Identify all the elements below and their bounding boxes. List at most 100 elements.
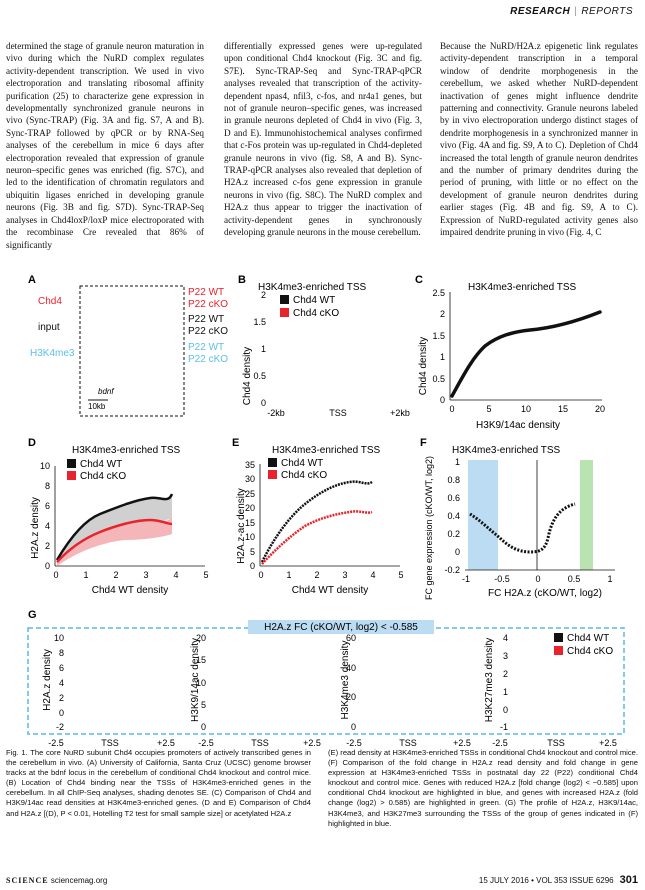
legend-label-cko: Chd4 cKO — [293, 308, 339, 319]
y-tick: 6 — [45, 501, 50, 511]
x-tick: 0 — [449, 404, 454, 414]
x-ticks: -1 -0.5 0 0.5 1 — [462, 574, 613, 584]
caption-column-1: Fig. 1. The core NuRD subunit Chd4 occup… — [6, 748, 311, 818]
y-tick: 0 — [45, 561, 50, 571]
y-tick: 0.8 — [447, 475, 460, 485]
x-tick: -2.5 — [48, 738, 64, 748]
x-axis-label: H3K9/14ac density — [476, 420, 560, 431]
x-tick: 20 — [595, 404, 605, 414]
panel-d: D H3K4me3-enriched TSS H2A.z density Chd… — [28, 437, 209, 596]
y-tick: 1 — [440, 352, 445, 362]
track-label: P22 WT — [188, 342, 224, 353]
page-number: 301 — [619, 874, 638, 886]
y-ticks: -0.2 0 0.2 0.4 0.6 0.8 1 — [444, 457, 460, 575]
x-tick: 0.5 — [568, 574, 581, 584]
x-tick: -1 — [462, 574, 470, 584]
y-axis-label: H3K27me3 density — [484, 638, 495, 723]
x-tick: TSS — [399, 738, 417, 748]
y-tick: 0 — [503, 705, 508, 715]
body-column-3: Because the NuRD/H2A.z epigenetic link r… — [440, 41, 638, 238]
x-tick: 1 — [607, 574, 612, 584]
track-label: P22 cKO — [188, 354, 228, 365]
y-tick: 60 — [346, 633, 356, 643]
y-tick: 0.2 — [447, 529, 460, 539]
panel-title: H3K4me3-enriched TSS — [452, 445, 561, 456]
y-tick: 1 — [455, 457, 460, 467]
x-tick: 0 — [53, 570, 58, 580]
legend-swatch-wt — [67, 459, 76, 468]
y-tick: 10 — [245, 532, 255, 542]
section-label: RESEARCH — [510, 6, 571, 17]
x-tick: 3 — [143, 570, 148, 580]
x-tick: 0 — [258, 570, 263, 580]
y-tick: 0 — [201, 722, 206, 732]
reduced-h2az-band — [468, 460, 498, 570]
y-tick: 0 — [250, 561, 255, 571]
scale-label: 10kb — [88, 402, 106, 411]
y-tick: 4 — [503, 633, 508, 643]
panel-title: H3K4me3-enriched TSS — [272, 445, 381, 456]
header-separator: | — [574, 6, 578, 17]
y-axis-label: FC gene expression (cKO/WT, log2) — [424, 456, 434, 600]
panel-a: A Chd4 input H3K4me3 P22 WT P22 cKO P22 … — [28, 274, 228, 417]
legend-label-cko: Chd4 cKO — [567, 646, 613, 657]
issue-info: 15 JULY 2016 • VOL 353 ISSUE 6296 — [478, 876, 614, 885]
row-label-input: input — [38, 322, 60, 333]
y-tick: 25 — [245, 489, 255, 499]
y-ticks: 0 0.5 1 1.5 2 2.5 — [432, 288, 445, 405]
legend-swatch-wt — [554, 633, 563, 642]
x-tick: -2kb — [267, 408, 285, 418]
x-ticks: 0 5 10 15 20 — [449, 404, 605, 414]
y-tick: -0.2 — [444, 565, 460, 575]
y-axis-label: Chd4 density — [242, 347, 253, 405]
y-tick: 8 — [45, 481, 50, 491]
cko-error-band — [57, 516, 172, 566]
y-tick: 15 — [245, 518, 255, 528]
x-tick: +2.5 — [453, 738, 471, 748]
y-tick: 0 — [455, 547, 460, 557]
banner-box — [248, 620, 434, 634]
panel-f: F H3K4me3-enriched TSS FC gene expressio… — [420, 437, 615, 600]
x-tick: 5 — [486, 404, 491, 414]
wt-series-line — [55, 493, 174, 561]
y-axis-label: H2A.z density — [30, 497, 41, 559]
y-ticks: 0 5 10 15 20 25 30 35 — [245, 460, 255, 571]
y-tick: 2 — [440, 309, 445, 319]
y-tick: 10 — [40, 461, 50, 471]
panel-e: E H3K4me3-enriched TSS H2A.z-ac density … — [232, 437, 404, 596]
panel-letter: F — [420, 437, 427, 449]
y-tick: 4 — [59, 678, 64, 688]
fc-series-line — [469, 502, 576, 554]
x-tick: 15 — [558, 404, 568, 414]
panel-title: H3K4me3-enriched TSS — [72, 445, 181, 456]
y-tick: 8 — [59, 648, 64, 658]
x-tick: TSS — [251, 738, 269, 748]
y-tick: 0.5 — [432, 374, 445, 384]
x-tick: 2 — [113, 570, 118, 580]
x-ticks: 0 1 2 3 4 5 — [53, 570, 208, 580]
y-tick: 2.5 — [432, 288, 445, 298]
journal-site: sciencemag.org — [50, 876, 108, 885]
panel-letter: D — [28, 437, 36, 449]
x-tick: 4 — [370, 570, 375, 580]
panel-b: B H3K4me3-enriched TSS Chd4 density 2 1.… — [238, 274, 410, 418]
x-tick: -2.5 — [346, 738, 362, 748]
x-axis-label: Chd4 WT density — [292, 585, 369, 596]
running-header: RESEARCH|REPORTS — [510, 6, 633, 17]
legend-swatch-cko — [280, 308, 289, 317]
y-tick: 1.5 — [253, 317, 266, 327]
y-tick: 0 — [440, 395, 445, 405]
legend-swatch-wt — [268, 458, 277, 467]
x-tick: 0 — [535, 574, 540, 584]
y-tick: 0.5 — [253, 371, 266, 381]
track-label: P22 WT — [188, 287, 224, 298]
legend-label-wt: Chd4 WT — [293, 295, 335, 306]
x-tick: 5 — [398, 570, 403, 580]
subsection-label: REPORTS — [581, 6, 633, 17]
x-axis-label: Chd4 WT density — [92, 585, 169, 596]
legend-label-cko: Chd4 cKO — [281, 470, 327, 481]
track-label: P22 cKO — [188, 299, 228, 310]
y-tick: 1.5 — [432, 331, 445, 341]
y-tick: 2 — [261, 290, 266, 300]
row-label-h3k4me3: H3K4me3 — [30, 348, 75, 359]
